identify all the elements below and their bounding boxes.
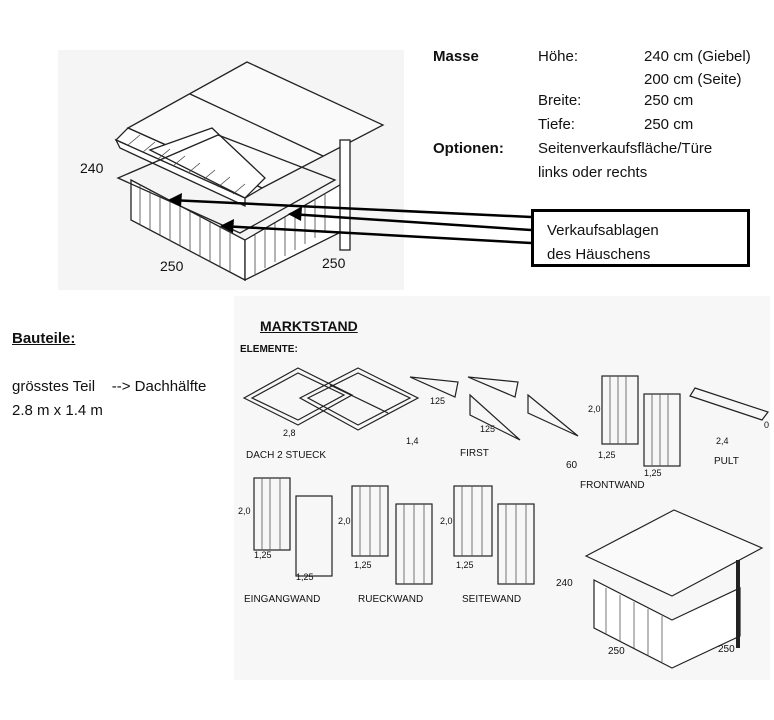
pult-dim: 2,4 <box>716 436 729 446</box>
frontwand-w1: 1,25 <box>598 450 616 460</box>
seite-w: 1,25 <box>456 560 474 570</box>
eingangwand-label: EINGANGWAND <box>244 594 321 605</box>
bauteile-line-2: 2.8 m x 1.4 m <box>12 402 103 419</box>
small-dim-height: 240 <box>556 578 573 589</box>
first-dim-c: 60 <box>566 460 578 471</box>
frontwand-h: 2,0 <box>588 404 601 414</box>
small-dim-depth: 250 <box>718 644 735 655</box>
dim-depth: 250 <box>322 255 346 271</box>
pult-dim-b: 0 <box>764 420 770 430</box>
rueck-w: 1,25 <box>354 560 372 570</box>
dach-dim-a: 2,8 <box>283 428 296 438</box>
seite-h: 2,0 <box>440 516 453 526</box>
optionen-label: Optionen: <box>433 140 504 157</box>
callout-line-2: des Häuschens <box>547 246 651 263</box>
callout-box: Verkaufsablagen des Häuschens <box>531 209 750 267</box>
dim-height: 240 <box>80 160 104 176</box>
first-dim-b: 125 <box>480 424 496 434</box>
first-dim-a: 125 <box>430 396 446 406</box>
eingang-w1: 1,25 <box>254 550 272 560</box>
optionen-value-2: links oder rechts <box>538 164 648 181</box>
dach-label: DACH 2 STUECK <box>246 450 327 461</box>
dach-dim-b: 1,4 <box>406 436 419 446</box>
hoehe-value-2: 200 cm (Seite) <box>644 71 742 88</box>
bauteile-line-1: grösstes Teil --> Dachhälfte <box>12 378 207 395</box>
small-dim-width: 250 <box>608 646 625 657</box>
rueckwand-label: RUECKWAND <box>358 594 424 605</box>
dim-width: 250 <box>160 258 184 274</box>
seitewand-label: SEITEWAND <box>462 594 522 605</box>
optionen-value-1: Seitenverkaufsfläche/Türe <box>538 140 713 157</box>
hoehe-value-1: 240 cm (Giebel) <box>644 48 751 65</box>
frontwand-label: FRONTWAND <box>580 480 645 491</box>
first-label: FIRST <box>460 448 489 459</box>
masse-label: Masse <box>433 48 479 65</box>
tiefe-label: Tiefe: <box>538 116 575 133</box>
breite-value: 250 cm <box>644 92 694 109</box>
hoehe-label: Höhe: <box>538 48 579 65</box>
rueck-h: 2,0 <box>338 516 351 526</box>
plan-title: MARKTSTAND <box>260 318 358 334</box>
breite-label: Breite: <box>538 92 582 109</box>
callout-line-1: Verkaufsablagen <box>547 222 659 239</box>
frontwand-w2: 1,25 <box>644 468 662 478</box>
eingang-w2: 1,25 <box>296 572 314 582</box>
tiefe-value: 250 cm <box>644 116 694 133</box>
bauteile-heading: Bauteile: <box>12 330 76 347</box>
pult-label: PULT <box>714 456 739 467</box>
plan-subtitle: ELEMENTE: <box>240 344 298 355</box>
eingang-h: 2,0 <box>238 506 251 516</box>
